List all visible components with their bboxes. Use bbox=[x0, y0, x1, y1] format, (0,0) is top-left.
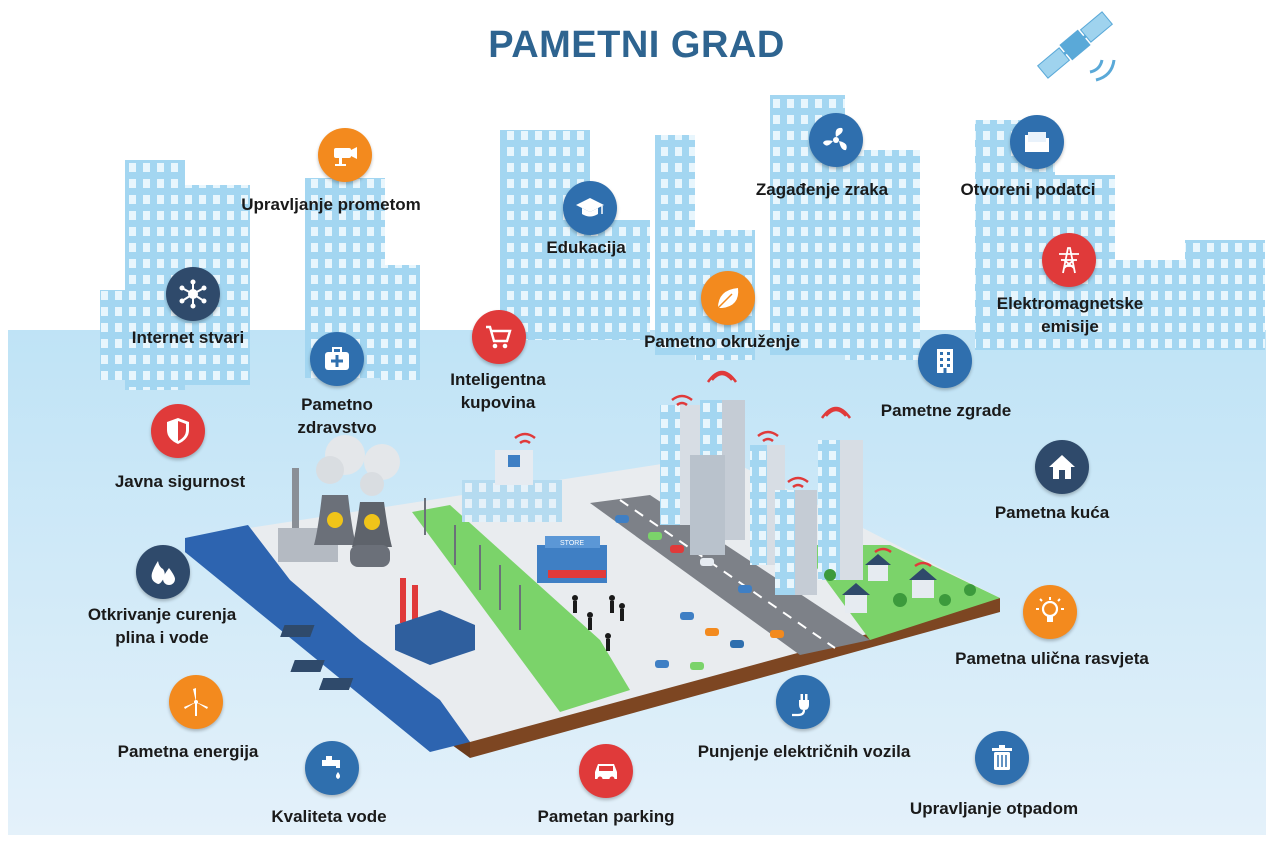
label-line: Javna sigurnost bbox=[114, 472, 246, 491]
label-line: Otvoreni podatci bbox=[960, 180, 1096, 199]
water-tap-icon bbox=[305, 741, 359, 795]
label-elektromagnetske-emisije: Elektromagnetske emisije bbox=[997, 292, 1143, 338]
network-hub-icon bbox=[166, 267, 220, 321]
label-line: Pametna ulična rasvjeta bbox=[955, 649, 1149, 668]
store-building: STORE bbox=[537, 536, 607, 583]
label-line: Pametan parking bbox=[537, 807, 675, 826]
graduation-cap-icon bbox=[563, 181, 617, 235]
house-icon bbox=[1035, 440, 1089, 494]
label-inteligentna-kupovina: Inteligentna kupovina bbox=[450, 368, 545, 414]
street-lamps bbox=[424, 498, 521, 630]
label-pametna-kuca: Pametna kuća bbox=[995, 501, 1109, 524]
label-line: Kvaliteta vode bbox=[271, 807, 387, 826]
light-bulb-icon bbox=[1023, 585, 1077, 639]
pedestrians bbox=[572, 595, 625, 651]
label-line: Elektromagnetske bbox=[996, 294, 1144, 313]
label-javna-sigurnost: Javna sigurnost bbox=[115, 470, 245, 493]
label-pametno-okruzenje: Pametno okruženje bbox=[644, 330, 800, 353]
label-pametna-energija: Pametna energija bbox=[118, 740, 259, 763]
label-line: Upravljanje otpadom bbox=[909, 799, 1079, 818]
office-towers bbox=[660, 400, 863, 595]
trash-bin-icon bbox=[975, 731, 1029, 785]
label-line: Pametno bbox=[301, 395, 373, 414]
label-line: Internet stvari bbox=[131, 328, 245, 347]
label-line: Pametna kuća bbox=[994, 503, 1110, 522]
label-upravljanje-otpadom: Upravljanje otpadom bbox=[910, 797, 1078, 820]
label-line: kupovina bbox=[460, 393, 536, 412]
plug-icon bbox=[776, 675, 830, 729]
label-otkrivanje-curenja: Otkrivanje curenja plina i vode bbox=[88, 603, 236, 649]
river bbox=[185, 525, 470, 752]
folder-icon bbox=[1010, 115, 1064, 169]
medical-kit-icon bbox=[310, 332, 364, 386]
page-title: PAMETNI GRAD bbox=[488, 24, 785, 66]
label-line: Pametno okruženje bbox=[644, 332, 800, 351]
label-line: Inteligentna bbox=[450, 370, 546, 389]
label-edukacija: Edukacija bbox=[546, 236, 625, 259]
hospital-building bbox=[462, 450, 562, 522]
shield-icon bbox=[151, 404, 205, 458]
fan-icon bbox=[809, 113, 863, 167]
label-kvaliteta-vode: Kvaliteta vode bbox=[271, 805, 386, 828]
label-zagadjenje-zraka: Zagađenje zraka bbox=[756, 178, 888, 201]
wifi-signals bbox=[514, 370, 932, 568]
label-line: Edukacija bbox=[546, 238, 626, 257]
store-sign: STORE bbox=[560, 540, 584, 547]
building-icon bbox=[918, 334, 972, 388]
solar-panels bbox=[280, 625, 354, 690]
car-icon bbox=[579, 744, 633, 798]
satellite-icon bbox=[1036, 11, 1114, 79]
wind-turbine-icon bbox=[169, 675, 223, 729]
houses bbox=[824, 554, 976, 613]
leaf-icon bbox=[701, 271, 755, 325]
label-upravljanje-prometom: Upravljanje prometom bbox=[241, 193, 421, 216]
label-pametne-zgrade: Pametne zgrade bbox=[881, 399, 1011, 422]
label-line: Otkrivanje curenja bbox=[87, 605, 237, 624]
label-line: Punjenje električnih vozila bbox=[697, 742, 911, 761]
label-pametan-parking: Pametan parking bbox=[538, 805, 675, 828]
label-internet-stvari: Internet stvari bbox=[132, 326, 244, 349]
power-plant bbox=[278, 435, 475, 665]
label-line: plina i vode bbox=[115, 628, 209, 647]
label-line: Zagađenje zraka bbox=[755, 180, 889, 199]
label-punjenje-vozila: Punjenje električnih vozila bbox=[698, 740, 911, 763]
flame-drop-icon bbox=[136, 545, 190, 599]
label-line: Upravljanje prometom bbox=[241, 195, 421, 214]
label-pametna-ulicna-rasvjeta: Pametna ulična rasvjeta bbox=[955, 647, 1149, 670]
label-line: emisije bbox=[1041, 317, 1099, 336]
vehicles bbox=[615, 515, 784, 670]
label-line: zdravstvo bbox=[297, 418, 377, 437]
traffic-camera-icon bbox=[318, 128, 372, 182]
label-otvoreni-podatci: Otvoreni podatci bbox=[960, 178, 1095, 201]
label-pametno-zdravstvo: Pametno zdravstvo bbox=[297, 393, 376, 439]
label-line: Pametna energija bbox=[117, 742, 259, 761]
power-tower-icon bbox=[1042, 233, 1096, 287]
label-line: Pametne zgrade bbox=[880, 401, 1012, 420]
shopping-cart-icon bbox=[472, 310, 526, 364]
